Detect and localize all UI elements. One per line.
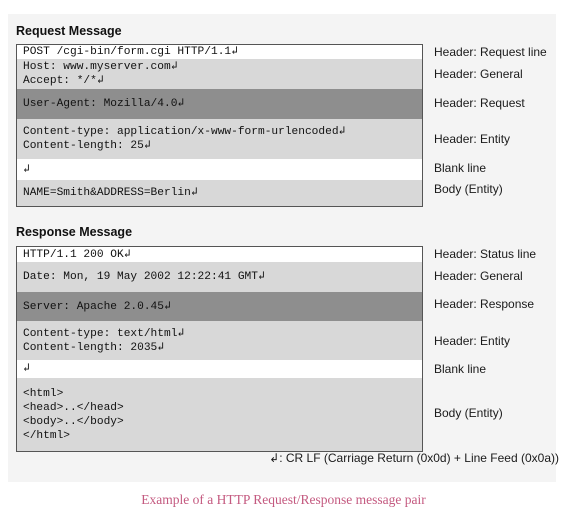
request-line-row: POST /cgi-bin/form.cgi HTTP/1.1↲ [17,45,422,59]
blank-line-row: ↲ [17,159,422,180]
general-header-row: Host: www.myserver.com↲ Accept: */*↲ [17,59,422,89]
row-text: Accept: */*↲ [23,75,104,87]
blank-line-label: Blank line [434,362,487,376]
row-text: Content-length: 2035↲ [23,341,165,354]
row-text: ↲ [23,163,30,176]
entity-header-row: Content-type: application/x-www-form-url… [17,119,422,159]
general-header-label: Header: General [434,269,523,283]
status-line-label: Header: Status line [434,247,537,261]
row-text: NAME=Smith&ADDRESS=Berlin↲ [23,187,198,199]
row-text: User-Agent: Mozilla/4.0↲ [23,98,185,110]
response-message-box: HTTP/1.1 200 OK↲ Date: Mon, 19 May 2002 … [16,246,423,452]
request-line-label: Header: Request line [434,45,547,59]
request-header-row: User-Agent: Mozilla/4.0↲ [17,89,422,119]
row-text: POST /cgi-bin/form.cgi HTTP/1.1↲ [23,46,238,58]
body-entity-label: Body (Entity) [434,406,503,420]
row-text: Date: Mon, 19 May 2002 12:22:41 GMT↲ [23,271,265,283]
response-header-label: Header: Response [434,297,535,311]
status-line-row: HTTP/1.1 200 OK↲ [17,247,422,262]
row-text: <html> [23,387,64,400]
row-text: <body>..</body> [23,415,124,428]
crlf-footnote: ↲: CR LF (Carriage Return (0x0d) + Line … [269,451,559,465]
row-text: Server: Apache 2.0.45↲ [23,300,171,313]
general-header-row: Date: Mon, 19 May 2002 12:22:41 GMT↲ [17,262,422,292]
entity-header-label: Header: Entity [434,334,511,348]
row-text: </html> [23,429,70,442]
request-header-label: Header: Request [434,96,525,110]
http-message-figure: Request Message POST /cgi-bin/form.cgi H… [8,14,556,482]
general-header-label: Header: General [434,67,523,81]
row-text: Content-length: 25↲ [23,140,151,152]
row-text: ↲ [23,363,30,375]
entity-header-row: Content-type: text/html↲ Content-length:… [17,321,422,360]
figure-caption: Example of a HTTP Request/Response messa… [141,492,426,507]
entity-header-label: Header: Entity [434,132,511,146]
response-header-row: Server: Apache 2.0.45↲ [17,292,422,321]
row-text: Content-type: application/x-www-form-url… [23,126,346,138]
request-message-box: POST /cgi-bin/form.cgi HTTP/1.1↲ Host: w… [16,44,423,207]
body-row: NAME=Smith&ADDRESS=Berlin↲ [17,180,422,206]
row-text: <head>..</head> [23,401,124,414]
response-message-title: Response Message [16,225,133,239]
body-entity-label: Body (Entity) [434,182,503,196]
blank-line-row: ↲ [17,360,422,378]
body-row: <html> <head>..</head> <body>..</body> <… [17,378,422,451]
blank-line-label: Blank line [434,161,487,175]
row-text: HTTP/1.1 200 OK↲ [23,248,131,261]
request-message-title: Request Message [16,24,122,38]
row-text: Content-type: text/html↲ [23,327,185,340]
row-text: Host: www.myserver.com↲ [23,61,178,73]
